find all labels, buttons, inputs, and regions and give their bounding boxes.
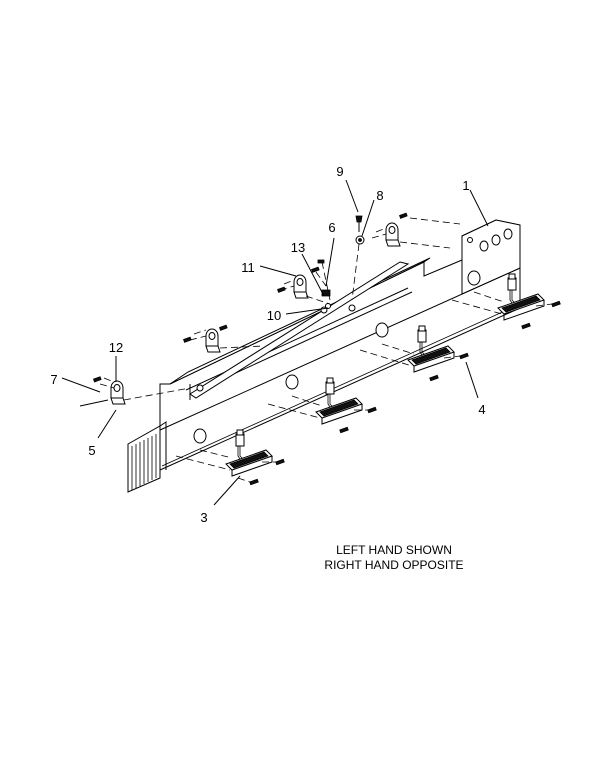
center-fasteners bbox=[315, 215, 365, 309]
callout-8: 8 bbox=[376, 188, 383, 203]
clearance-lamp-4 bbox=[451, 273, 561, 330]
callout-labels: 1 3 4 5 6 7 8 9 10 11 12 13 bbox=[50, 164, 485, 525]
callout-6: 6 bbox=[328, 220, 335, 235]
clearance-lamp-3 bbox=[359, 325, 469, 382]
d-ring-clip-left bbox=[92, 376, 191, 405]
note-line-2: RIGHT HAND OPPOSITE bbox=[324, 558, 463, 572]
note-line-1: LEFT HAND SHOWN bbox=[336, 543, 452, 557]
orientation-note: LEFT HAND SHOWN RIGHT HAND OPPOSITE bbox=[324, 543, 463, 572]
d-ring-clip-2 bbox=[183, 324, 265, 353]
callout-5: 5 bbox=[88, 443, 95, 458]
clearance-lamp-2 bbox=[267, 377, 377, 434]
callout-9: 9 bbox=[336, 164, 343, 179]
callout-4: 4 bbox=[478, 402, 485, 417]
callout-3: 3 bbox=[200, 510, 207, 525]
callout-1: 1 bbox=[462, 178, 469, 193]
callout-10: 10 bbox=[267, 308, 281, 323]
clearance-lamp-1 bbox=[175, 429, 285, 486]
rail-assembly bbox=[127, 219, 521, 493]
d-ring-clip-3 bbox=[277, 266, 331, 305]
callout-12: 12 bbox=[109, 340, 123, 355]
leader-lines bbox=[61, 179, 489, 506]
callout-13: 13 bbox=[291, 240, 305, 255]
callout-11: 11 bbox=[241, 260, 255, 275]
d-ring-clip-4 bbox=[371, 212, 461, 249]
callout-7: 7 bbox=[50, 372, 57, 387]
